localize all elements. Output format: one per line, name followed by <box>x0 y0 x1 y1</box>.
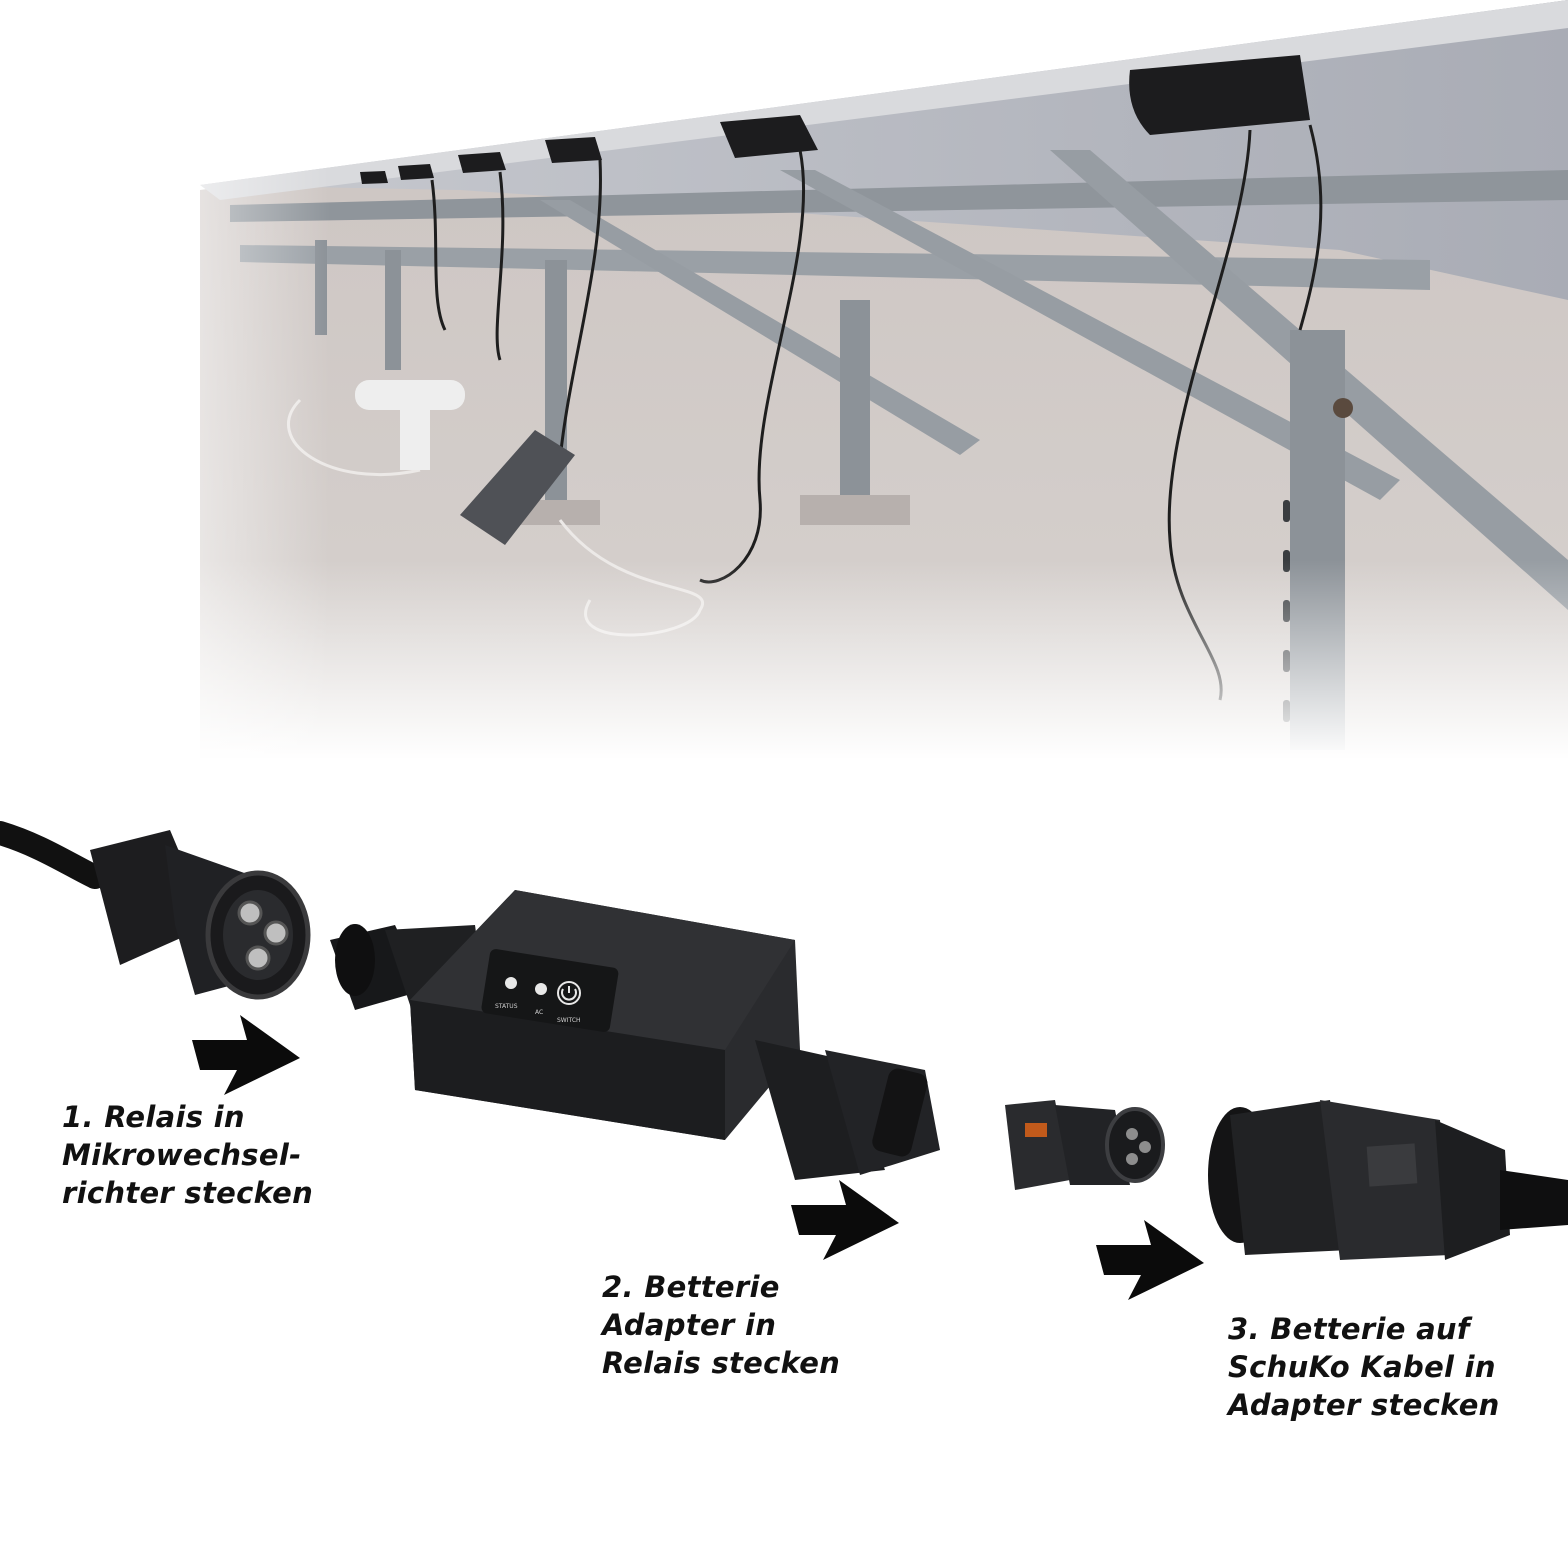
step-2-arrow-icon <box>791 1180 899 1260</box>
svg-text:SWITCH: SWITCH <box>557 1017 581 1024</box>
svg-text:AC: AC <box>535 1009 543 1016</box>
schuko-cable-connector <box>1208 1100 1568 1260</box>
step-2-label: 2. Betterie Adapter in Relais stecken <box>602 1270 841 1380</box>
status-led: STATUS <box>495 977 518 1010</box>
step-3-label: 3. Betterie auf SchuKo Kabel in Adapter … <box>1228 1312 1500 1422</box>
step-1-label: 1. Relais in Mikrowechsel- richter steck… <box>62 1100 314 1210</box>
battery-adapter <box>1005 1100 1165 1190</box>
relay-box: STATUS AC SWITCH <box>330 890 940 1180</box>
power-icon <box>561 986 577 1001</box>
ac-led: AC <box>535 983 547 1016</box>
solar-roof-photo <box>0 0 1568 760</box>
step-1-arrow-icon <box>192 1015 300 1095</box>
micro-inverter-plug <box>0 821 311 1000</box>
svg-text:STATUS: STATUS <box>495 1003 518 1010</box>
switch-button[interactable]: SWITCH <box>557 981 581 1024</box>
step-3-arrow-icon <box>1096 1220 1204 1300</box>
